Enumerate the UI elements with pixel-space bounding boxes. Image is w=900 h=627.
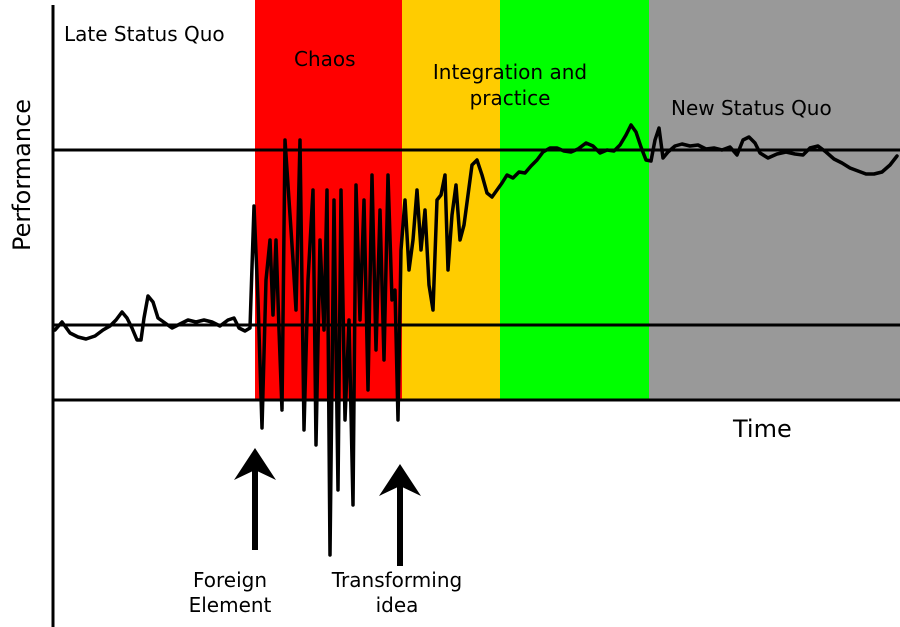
axis-label-time: Time bbox=[733, 415, 792, 443]
performance-curve bbox=[53, 123, 899, 557]
up-arrow-icon bbox=[379, 464, 421, 566]
annotation-transforming-idea: Transforming idea bbox=[331, 568, 463, 617]
phase-label-chaos: Chaos bbox=[294, 47, 356, 71]
annotation-foreign-element: Foreign Element bbox=[188, 568, 272, 617]
phase-label-integration: Integration and practice bbox=[432, 60, 588, 110]
band-new-status-quo bbox=[649, 0, 900, 400]
band-practice bbox=[500, 0, 649, 400]
up-arrow-icon bbox=[234, 448, 276, 550]
axis-label-performance: Performance bbox=[8, 98, 36, 252]
phase-label-late-status-quo: Late Status Quo bbox=[64, 22, 225, 46]
phase-label-new-status-quo: New Status Quo bbox=[671, 96, 832, 120]
